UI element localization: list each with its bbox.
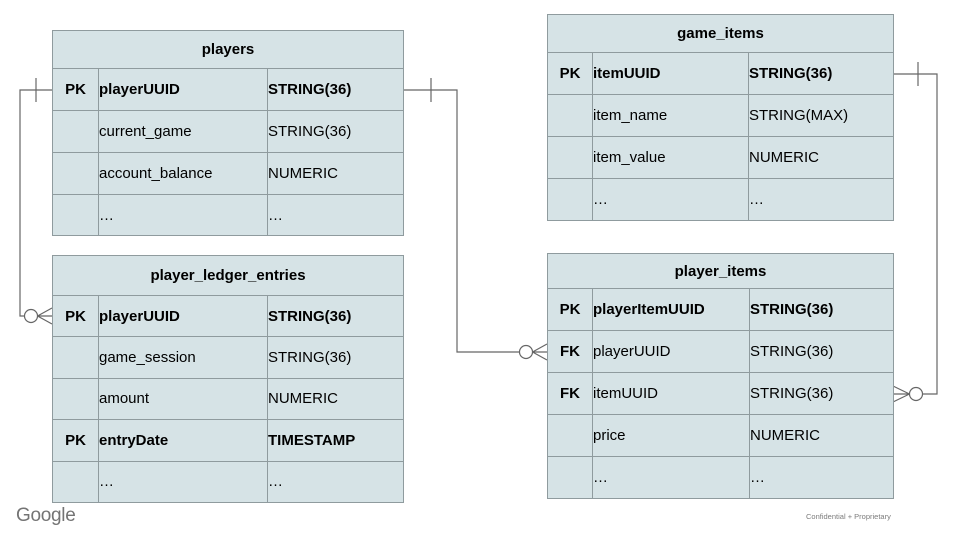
cell-key: [547, 94, 593, 137]
cell-field: …: [592, 178, 749, 221]
cell-type: STRING(36): [748, 330, 895, 373]
cell-type: STRING(36): [267, 336, 404, 379]
table-title: players: [51, 30, 405, 69]
cell-type: STRING(MAX): [747, 94, 895, 137]
cell-field: …: [98, 460, 268, 503]
cell-key: [547, 136, 593, 179]
cell-field: item_name: [592, 94, 749, 137]
cell-type: STRING(36): [266, 110, 405, 153]
cell-type: NUMERIC: [747, 136, 895, 179]
many-crowfoot-icon: [37, 307, 53, 325]
cell-key: PK: [547, 288, 593, 331]
cell-key: PK: [52, 68, 99, 111]
many-crowfoot-icon: [532, 343, 548, 361]
cell-type: …: [747, 178, 895, 221]
table-player-ledger-entries: player_ledger_entries PK playerUUID STRI…: [52, 255, 404, 503]
google-logo: Google: [16, 505, 76, 526]
cell-field: price: [592, 414, 750, 457]
cell-key: [52, 110, 99, 153]
cell-key: PK: [52, 419, 99, 462]
zero-circle-icon: [23, 308, 39, 324]
cell-type: STRING(36): [747, 52, 895, 95]
cell-type: …: [748, 456, 895, 499]
cell-type: STRING(36): [267, 294, 404, 338]
cell-field: entryDate: [98, 419, 268, 462]
table-game-items: game_items PK itemUUID STRING(36) item_n…: [546, 14, 895, 221]
cell-field: …: [98, 194, 268, 236]
cell-key: FK: [547, 330, 593, 373]
cell-key: PK: [547, 52, 593, 95]
relationship-game-items-to-player-items: [892, 62, 938, 403]
table-title: player_ledger_entries: [52, 255, 404, 296]
cell-type: NUMERIC: [266, 152, 405, 195]
cell-type: …: [266, 194, 405, 236]
cell-field: itemUUID: [592, 372, 750, 415]
cell-key: [547, 178, 593, 221]
zero-circle-icon: [908, 386, 924, 402]
relationship-players-to-player-items: [403, 78, 548, 361]
cell-field: item_value: [592, 136, 749, 179]
cell-field: account_balance: [98, 152, 268, 195]
connector-line: [19, 89, 52, 317]
table-title: game_items: [546, 14, 895, 53]
many-crowfoot-icon: [892, 385, 910, 403]
cell-key: [52, 377, 99, 421]
cell-type: TIMESTAMP: [267, 419, 404, 462]
cell-field: playerItemUUID: [592, 288, 750, 331]
table-players: players PK playerUUID STRING(36) current…: [51, 30, 405, 236]
cell-type: NUMERIC: [748, 414, 895, 457]
cell-type: …: [267, 460, 404, 503]
relationship-players-to-ledger: [19, 78, 53, 325]
cell-field: playerUUID: [98, 294, 268, 338]
cell-key: [52, 460, 99, 503]
cell-key: [547, 456, 593, 499]
connector-line: [893, 73, 938, 395]
connector-line: [403, 89, 520, 353]
zero-circle-icon: [518, 344, 534, 360]
cell-type: STRING(36): [266, 68, 405, 111]
table-player-items: player_items PK playerItemUUID STRING(36…: [546, 253, 895, 499]
cell-key: [52, 336, 99, 379]
confidential-note: Confidential + Proprietary: [806, 512, 891, 521]
cell-field: game_session: [98, 336, 268, 379]
cell-key: PK: [52, 294, 99, 338]
cell-field: playerUUID: [592, 330, 750, 373]
cell-field: itemUUID: [592, 52, 749, 95]
cell-type: NUMERIC: [267, 377, 404, 421]
cell-key: [52, 194, 99, 236]
cell-field: current_game: [98, 110, 268, 153]
cell-type: STRING(36): [748, 288, 895, 331]
cell-key: FK: [547, 372, 593, 415]
cell-field: amount: [98, 377, 268, 421]
cell-field: playerUUID: [98, 68, 268, 111]
cell-field: …: [592, 456, 750, 499]
cell-key: [547, 414, 593, 457]
cell-key: [52, 152, 99, 195]
table-title: player_items: [546, 253, 895, 289]
cell-type: STRING(36): [748, 372, 895, 415]
